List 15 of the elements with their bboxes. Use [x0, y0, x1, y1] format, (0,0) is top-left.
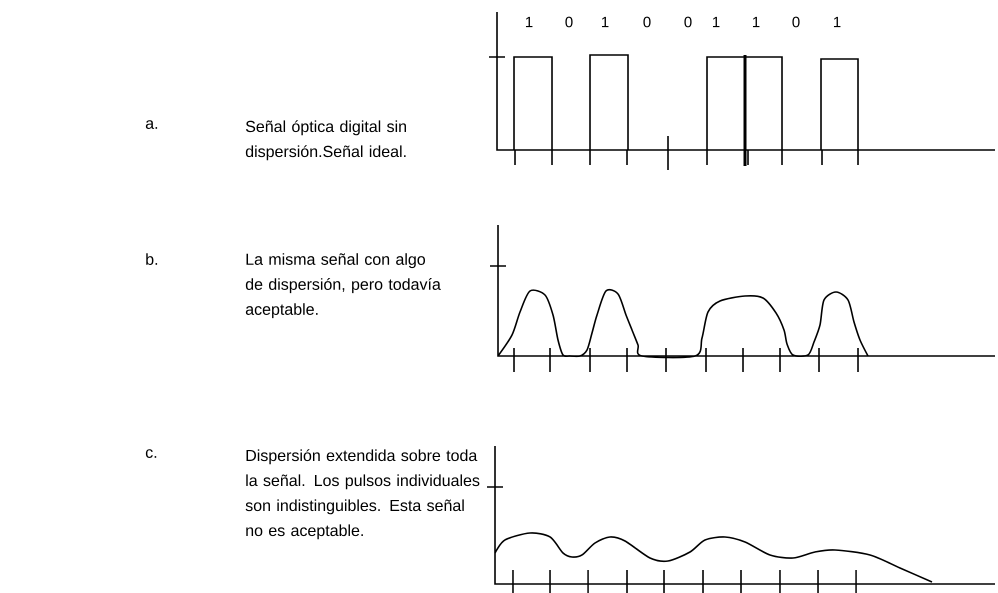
bit-label: 1 — [602, 16, 608, 28]
item-letter: a. — [146, 120, 158, 129]
bit-label: 1 — [834, 16, 840, 28]
description-text: Dispersión extendida sobre toda la señal. Los pulsos individuales son indistinguibles. Esta señal no es aceptable. — [246, 449, 480, 540]
bit-label: 1 — [526, 16, 532, 28]
item-letter: c. — [146, 449, 156, 458]
bit-label: 1 — [752, 16, 760, 28]
bit-label: 0 — [684, 16, 692, 28]
bit-label: 1 — [712, 16, 720, 28]
bit-label: 0 — [792, 16, 800, 28]
description-text: La misma señal con algo de dispersión, pero todavía aceptable. — [246, 253, 441, 318]
bit-label: 0 — [565, 16, 573, 28]
bit-label: 0 — [643, 16, 651, 28]
description-text: Señal óptica digital sin dispersión.Señal ideal. — [246, 120, 406, 160]
item-letter: b. — [146, 253, 158, 265]
